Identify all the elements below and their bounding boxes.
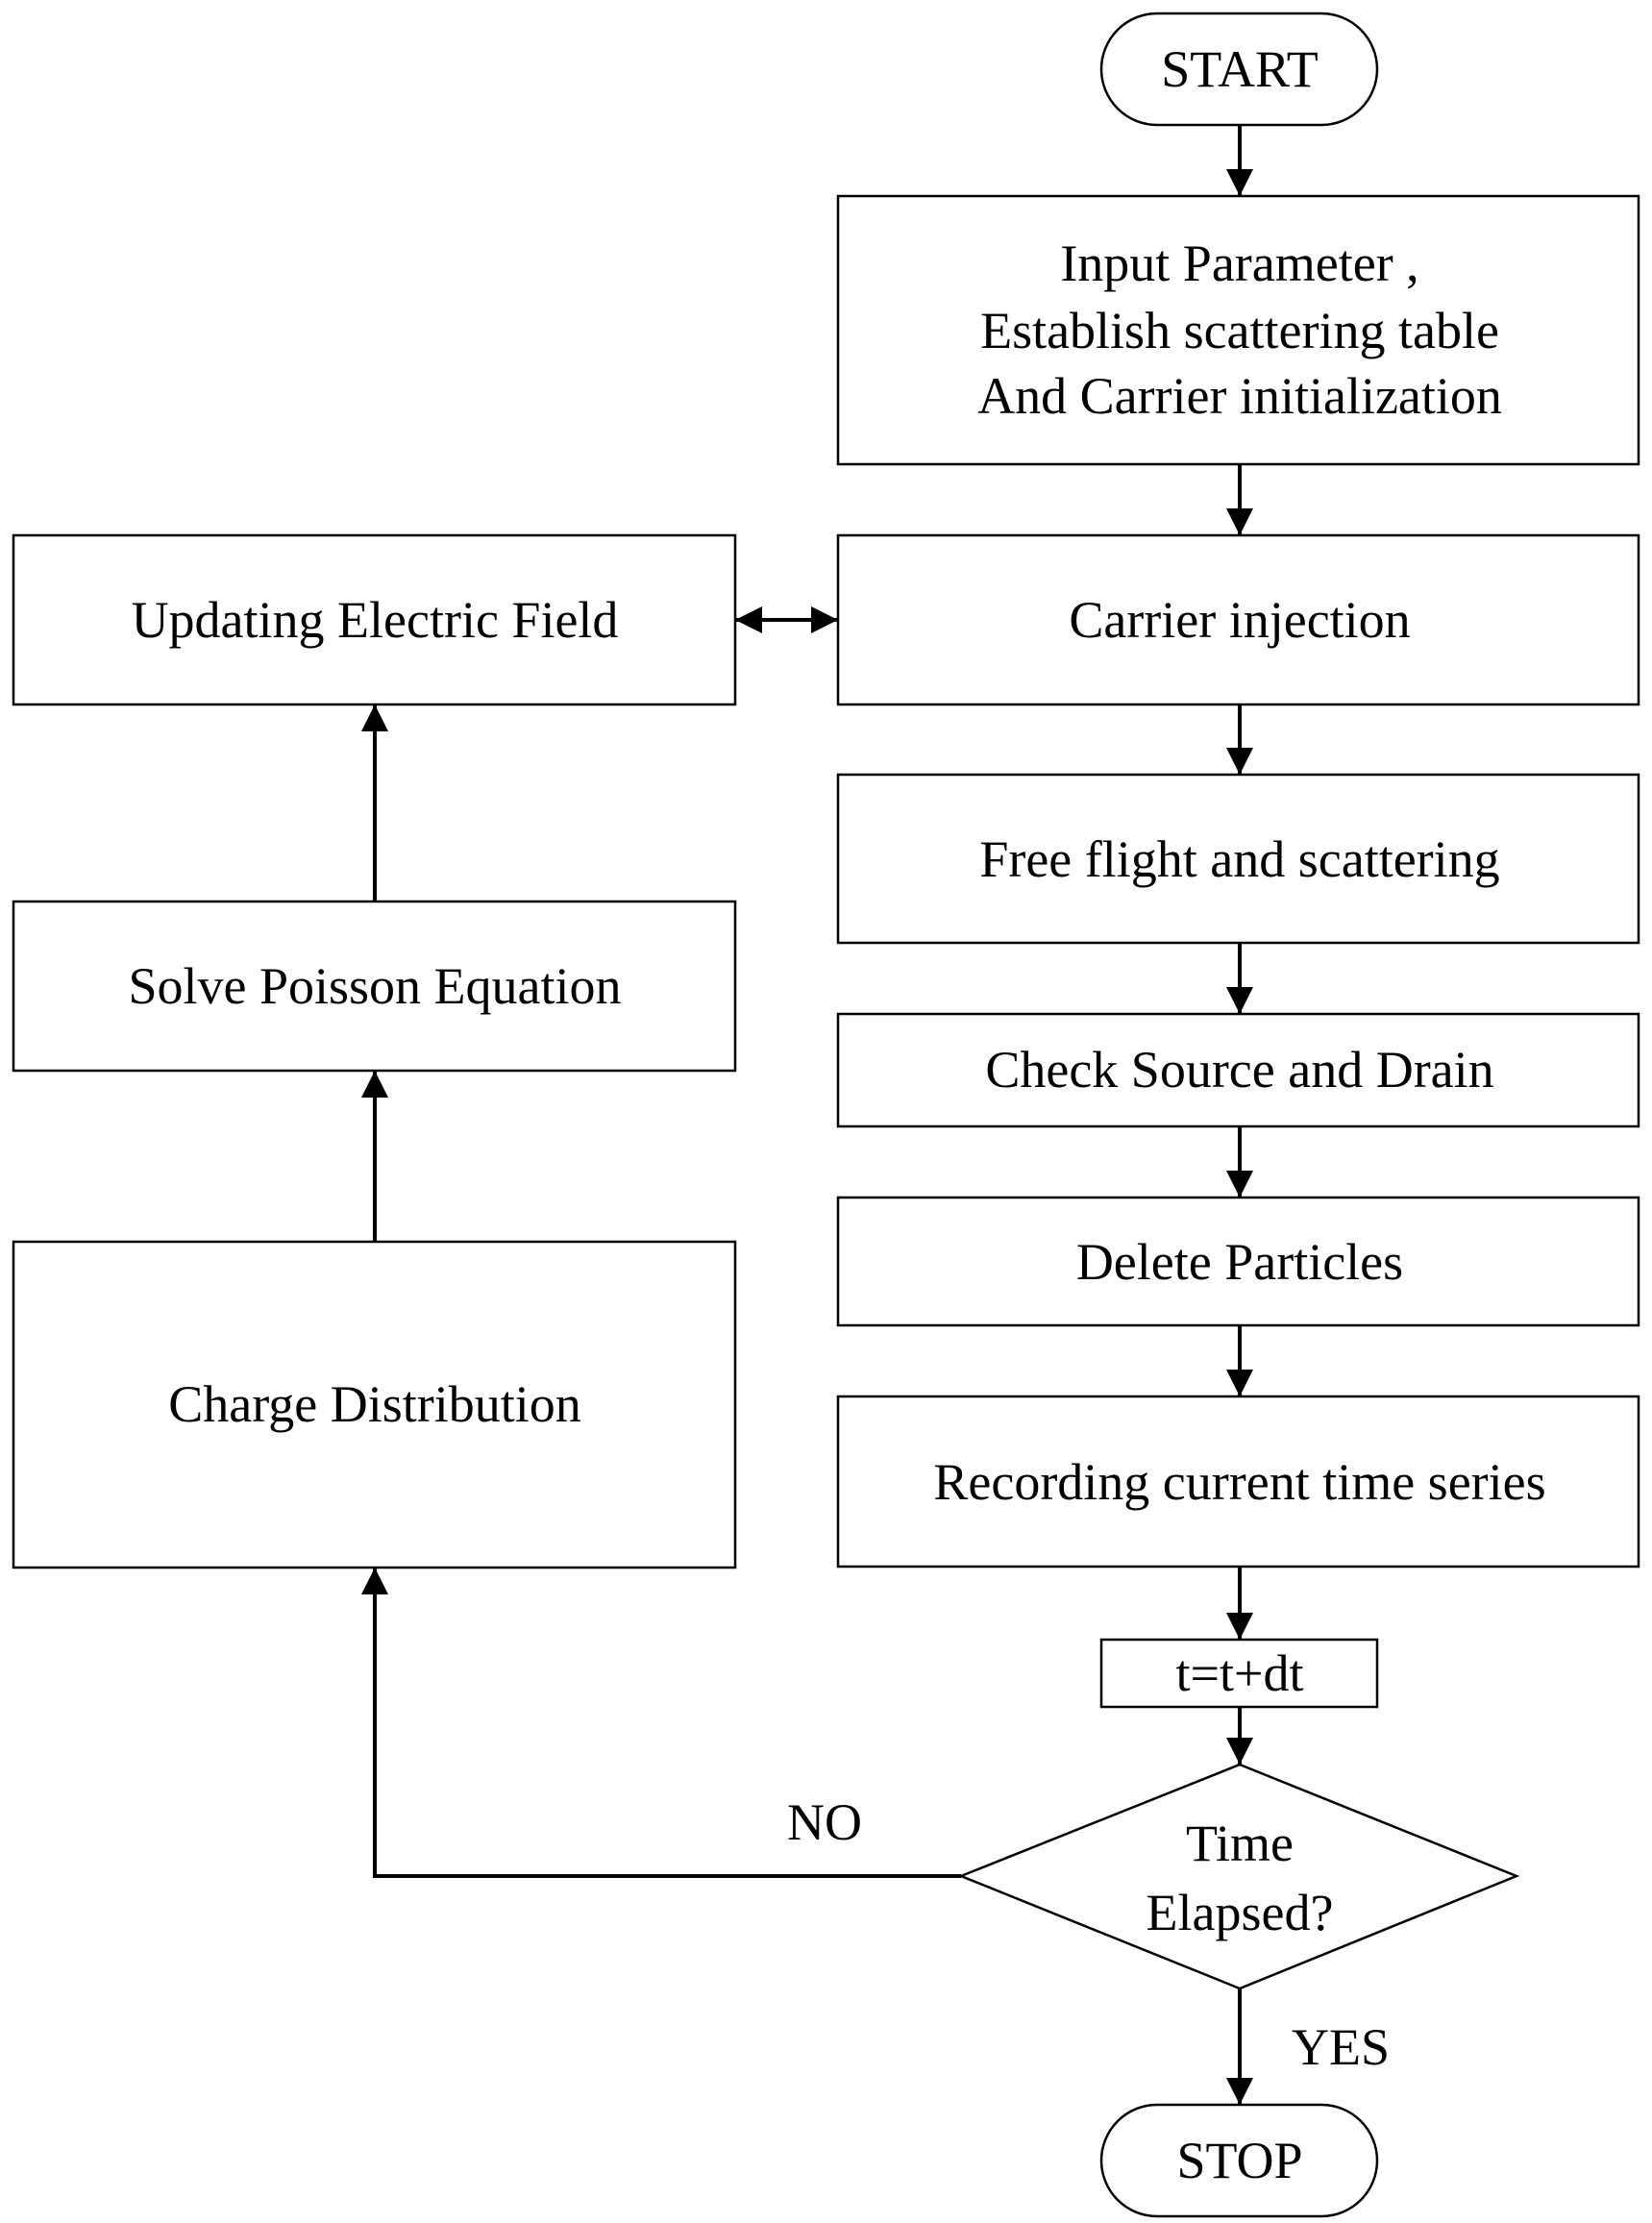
time-step-label: t=t+dt <box>1176 1644 1304 1702</box>
delete-particles-box: Delete Particles <box>836 1196 1640 1327</box>
input-init-line-1: Input Parameter , <box>1060 235 1418 292</box>
charge-distribution-box: Charge Distribution <box>12 1240 737 1569</box>
free-flight-label: Free flight and scattering <box>979 830 1499 888</box>
updating-field-label: Updating Electric Field <box>132 591 619 649</box>
carrier-injection-box: Carrier injection <box>836 533 1640 706</box>
start-label: START <box>1161 40 1318 98</box>
arrow-decision-no-to-charge <box>361 1568 961 1878</box>
free-flight-box: Free flight and scattering <box>836 773 1640 945</box>
time-elapsed-decision: Time Elapsed? <box>957 1763 1520 1990</box>
input-init-line-2: Establish scattering table <box>980 302 1499 359</box>
no-label: NO <box>787 1793 862 1851</box>
recording-box: Recording current time series <box>836 1395 1640 1568</box>
recording-label: Recording current time series <box>933 1453 1545 1511</box>
solve-poisson-label: Solve Poisson Equation <box>128 957 621 1015</box>
check-source-drain-label: Check Source and Drain <box>985 1041 1493 1099</box>
carrier-injection-label: Carrier injection <box>1069 591 1410 649</box>
charge-distribution-label: Charge Distribution <box>168 1375 580 1433</box>
time-step-box: t=t+dt <box>1099 1638 1379 1709</box>
decision-line-1: Time <box>1186 1815 1294 1872</box>
check-source-drain-box: Check Source and Drain <box>836 1012 1640 1128</box>
input-init-box: Input Parameter , Establish scattering t… <box>836 194 1640 466</box>
stop-terminal: STOP <box>1099 2103 1379 2218</box>
decision-line-2: Elapsed? <box>1147 1884 1334 1941</box>
updating-field-box: Updating Electric Field <box>12 533 737 706</box>
input-init-line-3: And Carrier initialization <box>977 367 1502 425</box>
start-terminal: START <box>1099 12 1379 127</box>
yes-label: YES <box>1292 2018 1390 2076</box>
solve-poisson-box: Solve Poisson Equation <box>12 900 737 1073</box>
delete-particles-label: Delete Particles <box>1076 1233 1403 1291</box>
stop-label: STOP <box>1176 2132 1302 2189</box>
